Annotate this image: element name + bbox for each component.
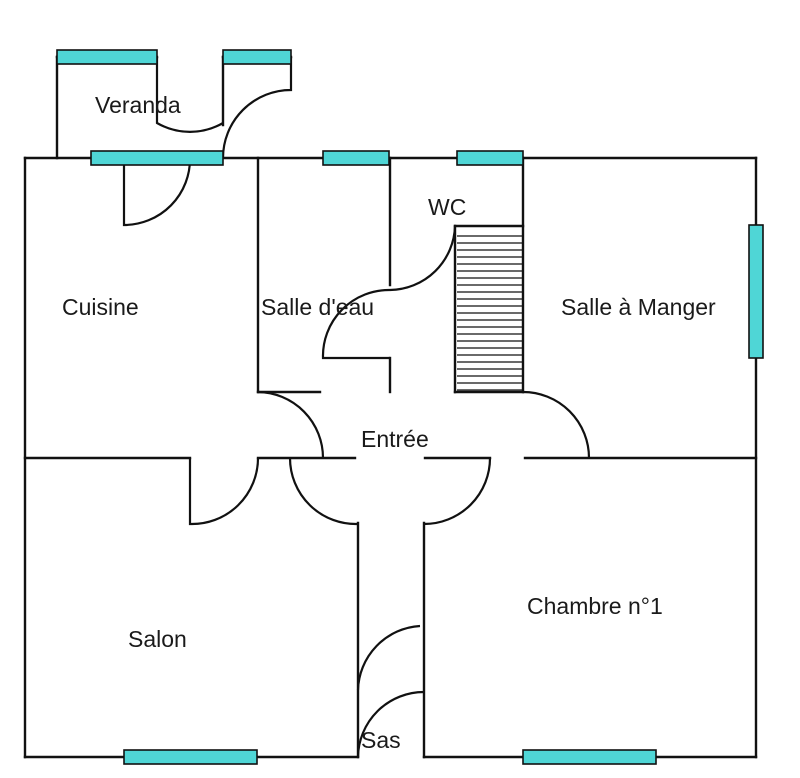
label-salle-deau: Salle d'eau — [261, 294, 374, 320]
sas-door-upper — [356, 624, 421, 691]
walls — [23, 55, 758, 759]
staircase — [457, 235, 522, 391]
sas-door-right — [423, 457, 492, 526]
window-wc — [456, 150, 524, 166]
cuisine-door — [122, 157, 192, 227]
sas-door-left — [288, 457, 359, 526]
window-chambre — [522, 749, 657, 765]
label-salon: Salon — [128, 626, 187, 652]
windows — [56, 49, 764, 765]
label-entree: Entrée — [361, 426, 429, 452]
label-veranda: Veranda — [95, 92, 181, 118]
veranda-door-right — [221, 57, 293, 159]
salle-a-manger-door — [522, 390, 591, 459]
window-cuisine — [90, 150, 224, 166]
label-sas: Sas — [361, 727, 401, 753]
wc-door — [389, 225, 457, 292]
window-veranda-left — [56, 49, 158, 65]
veranda-door-left — [155, 57, 224, 133]
label-salle-a-manger: Salle à Manger — [561, 294, 716, 320]
window-veranda-right — [222, 49, 292, 65]
sas-door-lower — [356, 690, 425, 758]
label-cuisine: Cuisine — [62, 294, 139, 320]
salon-door — [188, 457, 260, 526]
entree-door-left — [257, 390, 325, 459]
window-salon — [123, 749, 258, 765]
label-chambre: Chambre n°1 — [527, 593, 663, 619]
room-labels: Veranda Cuisine Salle d'eau WC Salle à M… — [62, 92, 716, 753]
doors — [122, 57, 591, 758]
salle-deau-door — [321, 288, 391, 360]
window-salle-a-manger — [748, 224, 764, 359]
label-wc: WC — [428, 194, 466, 220]
window-salle-deau — [322, 150, 390, 166]
